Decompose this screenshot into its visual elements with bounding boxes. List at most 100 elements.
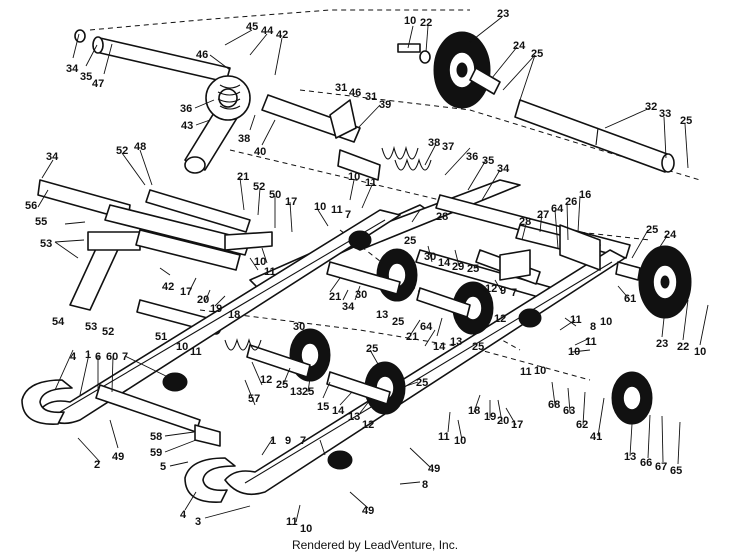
callout-11-a: 11 <box>331 204 343 216</box>
callout-55: 55 <box>35 216 47 228</box>
callout-14-c: 14 <box>332 405 345 417</box>
shock-absorber <box>184 75 251 174</box>
callout-4-b: 4 <box>180 509 187 521</box>
callout-13-d: 13 <box>348 411 360 423</box>
callout-23-a: 23 <box>497 8 509 20</box>
callout-39: 39 <box>379 99 391 111</box>
callout-34-d: 34 <box>342 301 355 313</box>
callout-34-a: 34 <box>66 63 79 75</box>
callout-49-b: 49 <box>428 463 440 475</box>
callout-12-c: 12 <box>494 313 506 325</box>
front-arm <box>37 179 273 311</box>
rear-bracket <box>499 224 601 281</box>
callout-32: 32 <box>645 101 657 113</box>
callout-63: 63 <box>563 405 575 417</box>
callout-12-b: 12 <box>485 283 497 295</box>
lower-rear-wheel <box>611 371 653 425</box>
callout-10-f: 10 <box>694 346 706 358</box>
callout-7-d: 7 <box>300 435 306 447</box>
callout-13-b: 13 <box>450 336 462 348</box>
callout-42-a: 42 <box>276 29 288 41</box>
callout-25-g: 25 <box>472 341 484 353</box>
callout-28-a: 28 <box>436 211 448 223</box>
callout-5: 5 <box>160 461 166 473</box>
callout-10-i: 10 <box>454 435 466 447</box>
callout-9: 9 <box>500 285 506 297</box>
callout-21-a: 21 <box>237 171 249 183</box>
callout-11-i: 11 <box>286 516 298 528</box>
torsion-spring-upper <box>394 158 432 171</box>
callout-10-b: 10 <box>314 201 326 213</box>
callout-7-b: 7 <box>511 287 517 299</box>
callout-10-h: 10 <box>254 256 266 268</box>
callout-10-a: 10 <box>404 15 416 27</box>
callout-8-b: 8 <box>422 479 428 491</box>
callout-62: 62 <box>576 419 588 431</box>
callout-53-b: 53 <box>85 321 97 333</box>
callout-11-b: 11 <box>365 177 377 189</box>
callout-10-g: 10 <box>176 341 188 353</box>
bolt-top-right <box>397 43 431 64</box>
callout-30-c: 30 <box>293 321 305 333</box>
callout-45: 45 <box>246 21 258 33</box>
callout-31-b: 31 <box>365 91 377 103</box>
callout-59: 59 <box>150 447 162 459</box>
torsion-spring-center <box>224 338 262 351</box>
callout-11-e: 11 <box>190 346 202 358</box>
callout-12-d: 12 <box>260 374 272 386</box>
callout-25-d: 25 <box>646 224 658 236</box>
callout-6: 6 <box>95 351 101 363</box>
callout-15: 15 <box>317 401 329 413</box>
callout-36-b: 36 <box>466 151 478 163</box>
callout-13-c: 13 <box>290 386 302 398</box>
callout-67: 67 <box>655 461 667 473</box>
callout-11-d: 11 <box>585 336 597 348</box>
callout-4-a: 4 <box>70 351 77 363</box>
callout-41: 41 <box>590 431 602 443</box>
callout-21-b: 21 <box>329 291 341 303</box>
callout-9-b: 9 <box>285 435 291 447</box>
callout-27: 27 <box>537 209 549 221</box>
callout-19-b: 19 <box>484 411 496 423</box>
rear-wheel-top <box>433 31 501 109</box>
callout-25-j: 25 <box>302 386 314 398</box>
callout-11-c: 11 <box>570 314 582 326</box>
callout-52-a: 52 <box>116 145 128 157</box>
callout-51: 51 <box>155 331 167 343</box>
callout-34-b: 34 <box>497 163 510 175</box>
callout-46-a: 46 <box>196 49 208 61</box>
callout-24-a: 24 <box>513 40 526 52</box>
callout-38-a: 38 <box>238 133 250 145</box>
callout-14-a: 14 <box>438 257 451 269</box>
callout-47: 47 <box>92 78 104 90</box>
callout-18-a: 18 <box>228 309 240 321</box>
callout-46-b: 46 <box>349 87 361 99</box>
callout-34-c: 34 <box>46 151 59 163</box>
callout-17-a: 17 <box>285 196 297 208</box>
callout-40: 40 <box>254 146 266 158</box>
callout-10-j: 10 <box>534 365 546 377</box>
callout-leader-lines <box>37 16 709 523</box>
callout-36-a: 36 <box>180 103 192 115</box>
callout-12-a: 12 <box>348 239 360 251</box>
callout-8-a: 8 <box>590 321 596 333</box>
callout-68: 68 <box>548 399 560 411</box>
callout-20-b: 20 <box>497 415 509 427</box>
callout-48: 48 <box>134 141 146 153</box>
callout-23-b: 23 <box>656 338 668 350</box>
callout-25-f: 25 <box>404 235 416 247</box>
callout-24-b: 24 <box>664 229 677 241</box>
callout-10-k: 10 <box>300 523 312 535</box>
upper-rear-shaft <box>261 94 361 143</box>
callout-30-a: 30 <box>424 251 436 263</box>
front-rail-tip-right <box>184 457 236 503</box>
callout-25-b: 25 <box>680 115 692 127</box>
callout-54: 54 <box>52 316 65 328</box>
callout-13-a: 13 <box>376 309 388 321</box>
callout-25-h: 25 <box>366 343 378 355</box>
callout-25-i: 25 <box>276 379 288 391</box>
callout-58: 58 <box>150 431 162 443</box>
rear-wheel-right <box>615 245 692 319</box>
spring-assembly-38 <box>337 145 419 181</box>
callout-61: 61 <box>624 293 636 305</box>
